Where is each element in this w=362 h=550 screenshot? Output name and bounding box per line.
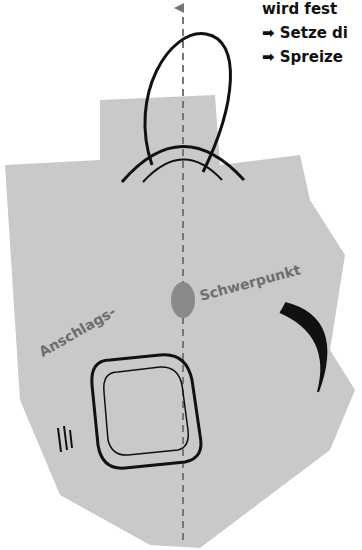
- oval-handle-inner: [104, 367, 189, 455]
- lifting-eye: [122, 146, 244, 182]
- instruction-note: wird fest: [262, 0, 337, 18]
- instruction-note: ➡ Spreize: [262, 48, 343, 66]
- lifting-eye-inner: [143, 159, 222, 182]
- center-of-gravity: [171, 282, 195, 318]
- motion-marks: [58, 426, 72, 452]
- instruction-note: ➡ Setze di: [262, 24, 348, 42]
- load-body: [5, 95, 355, 548]
- crescent-mark: [280, 303, 326, 392]
- lift-axis: [182, 8, 184, 540]
- oval-handle: [92, 355, 201, 468]
